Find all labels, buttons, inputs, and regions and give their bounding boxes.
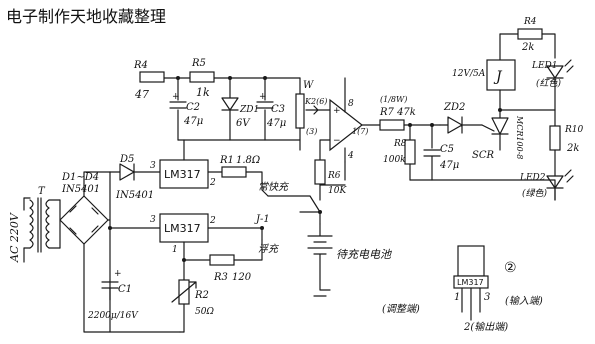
label-r8-val: 100k bbox=[383, 155, 406, 165]
label-c2: C2 bbox=[186, 102, 200, 113]
label-led2-note: (绿色) bbox=[522, 188, 548, 199]
relay-j bbox=[486, 59, 516, 91]
label-c3: C3 bbox=[271, 104, 285, 115]
transformer-secondary bbox=[45, 199, 50, 249]
label-d5: D5 bbox=[119, 154, 134, 165]
label-r8: R8 bbox=[393, 139, 407, 149]
label-pinout-circle: ② bbox=[504, 260, 517, 276]
label-pin2a: 2 bbox=[209, 178, 216, 188]
label-d5-val: IN5401 bbox=[115, 190, 154, 201]
label-relay-v: 12V/5A bbox=[452, 69, 486, 79]
label-r6-val: 10K bbox=[328, 186, 347, 196]
label-switch-fast: 常快充 bbox=[258, 181, 290, 193]
label-k3: (3) bbox=[306, 127, 317, 136]
resistor-r3 bbox=[209, 254, 235, 266]
svg-text:+: + bbox=[114, 269, 122, 279]
svg-text:+: + bbox=[333, 106, 341, 116]
label-c5-val: 47μ bbox=[439, 160, 459, 171]
svg-text:−: − bbox=[333, 136, 341, 146]
title: 电子制作天地收藏整理 bbox=[6, 7, 166, 26]
label-t: T bbox=[38, 186, 46, 197]
label-pin3a: 3 bbox=[150, 161, 156, 171]
label-c1-val: 2200μ/16V bbox=[87, 311, 139, 321]
label-led1: LED1 bbox=[531, 61, 558, 71]
label-r2: R2 bbox=[194, 290, 209, 301]
label-r2-val: 50Ω bbox=[195, 307, 214, 317]
bridge-rectifier bbox=[59, 195, 109, 245]
label-relay: J bbox=[493, 69, 503, 85]
label-r6: R6 bbox=[327, 171, 341, 181]
label-w: W bbox=[303, 80, 314, 91]
resistor-r5 bbox=[189, 71, 215, 83]
label-c5: C5 bbox=[440, 144, 454, 155]
label-r1-val: 1.8Ω bbox=[236, 155, 260, 166]
label-c3-val: 47μ bbox=[266, 118, 286, 129]
label-pinout-chip: LM317 bbox=[457, 278, 484, 287]
label-r10-val: 2k bbox=[566, 143, 579, 154]
label-mcr: MCR100-8 bbox=[515, 115, 524, 159]
label-c1: C1 bbox=[118, 284, 132, 295]
label-led1-note: (红色) bbox=[536, 78, 562, 89]
label-r4-top-val: 2k bbox=[521, 42, 534, 53]
resistor-r1 bbox=[221, 166, 247, 178]
label-led2: LED2 bbox=[519, 173, 546, 183]
transformer-primary bbox=[29, 199, 34, 249]
label-scr: SCR bbox=[472, 150, 495, 161]
potentiometer-w bbox=[295, 93, 305, 129]
label-zd1: ZD1 bbox=[239, 105, 259, 115]
label-pinout-out: 2(输出端) bbox=[463, 321, 508, 333]
label-pinout-3: 3 bbox=[484, 292, 490, 303]
label-d1d4-val: IN5401 bbox=[61, 184, 100, 195]
battery-symbol bbox=[307, 223, 333, 297]
svg-text:+: + bbox=[259, 92, 267, 102]
op-amp bbox=[329, 98, 363, 152]
label-pin1: 1(7) bbox=[352, 127, 368, 136]
label-c2-val: 47μ bbox=[183, 116, 203, 127]
label-pinout-in: (输入端) bbox=[505, 295, 543, 307]
label-ac: AC 220V bbox=[8, 212, 21, 263]
label-k2: K2(6) bbox=[304, 97, 327, 106]
label-r4-val: 47 bbox=[134, 88, 149, 101]
label-r1: R1 bbox=[219, 155, 234, 166]
label-r3-val: 120 bbox=[232, 272, 252, 283]
label-r5: R5 bbox=[191, 58, 206, 69]
label-r7-val: R7 47k bbox=[379, 107, 416, 118]
label-lm317b: LM317 bbox=[164, 222, 201, 235]
resistor-r7 bbox=[379, 119, 405, 131]
label-r10: R10 bbox=[564, 125, 584, 135]
label-r5-val: 1k bbox=[196, 86, 210, 99]
label-switch-float: 浮充 bbox=[258, 243, 280, 255]
resistor-r4-top bbox=[517, 28, 543, 40]
svg-text:+: + bbox=[172, 92, 180, 102]
pinout-body bbox=[457, 245, 485, 277]
label-pinout-1: 1 bbox=[454, 292, 460, 303]
label-pin8: 8 bbox=[348, 99, 354, 109]
label-pin1b: 1 bbox=[172, 245, 178, 255]
label-lm317a: LM317 bbox=[164, 168, 201, 181]
label-pin4: 4 bbox=[347, 151, 354, 161]
label-r4: R4 bbox=[133, 60, 148, 71]
resistor-r4-left bbox=[139, 71, 165, 83]
label-r4-top: R4 bbox=[523, 17, 537, 27]
resistor-r10 bbox=[549, 125, 561, 151]
label-zd2: ZD2 bbox=[443, 102, 465, 113]
label-pin2b: 2 bbox=[209, 216, 216, 226]
label-r3: R3 bbox=[213, 272, 228, 283]
label-zd1-val: 6V bbox=[236, 118, 251, 129]
label-d1d4: D1~D4 bbox=[61, 172, 99, 183]
resistor-r6 bbox=[314, 159, 326, 185]
label-pinout-adj: (调整端) bbox=[382, 303, 420, 315]
label-battery: 待充电电池 bbox=[336, 248, 392, 261]
regulator-lm317-a bbox=[159, 159, 209, 189]
label-r7: (1/8W) bbox=[380, 95, 407, 104]
label-pin3b: 3 bbox=[150, 215, 156, 225]
label-j1: J-1 bbox=[254, 214, 270, 225]
